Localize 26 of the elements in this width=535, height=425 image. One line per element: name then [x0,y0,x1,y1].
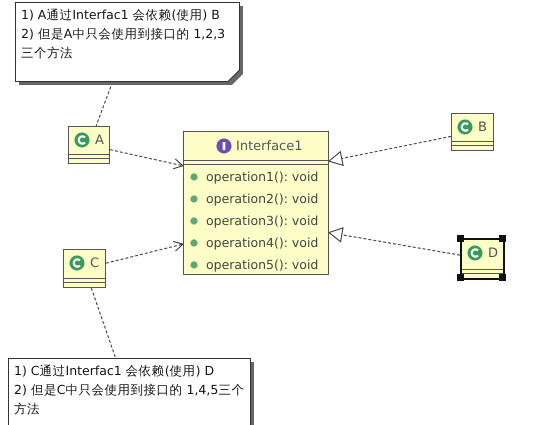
class-name: D [488,246,498,261]
note-box [8,358,251,425]
class-name: C [90,256,100,271]
method-text: operation5(): void [206,257,318,272]
class-name: A [95,133,104,148]
class-box [68,126,110,164]
realization-arrow [328,227,460,256]
interface-name: Interface1 [236,139,302,154]
method-text: operation4(): void [206,235,318,250]
realization-arrow [328,136,452,166]
note-box [15,2,240,82]
method-text: operation2(): void [206,191,318,206]
method-text: operation3(): void [206,213,318,228]
connector-line [90,288,116,358]
dependency-arrow [106,240,184,264]
class-box [63,249,106,288]
interface-box [183,131,329,275]
note-text: 1) C通过Interfac1 会依赖(使用) D [14,362,216,380]
note-text: 2) 但是A中只会使用到接口的 1,2,3三个方法 [21,25,226,62]
class-box [460,238,505,280]
note-text: 2) 但是C中只会使用到接口的 1,4,5三个方法 [14,381,245,418]
class-name: B [478,120,487,135]
note-text: 1) A通过Interfac1 会依赖(使用) B [21,6,221,24]
class-box [451,113,494,151]
dependency-arrow [110,149,184,170]
method-text: operation1(): void [206,169,318,184]
